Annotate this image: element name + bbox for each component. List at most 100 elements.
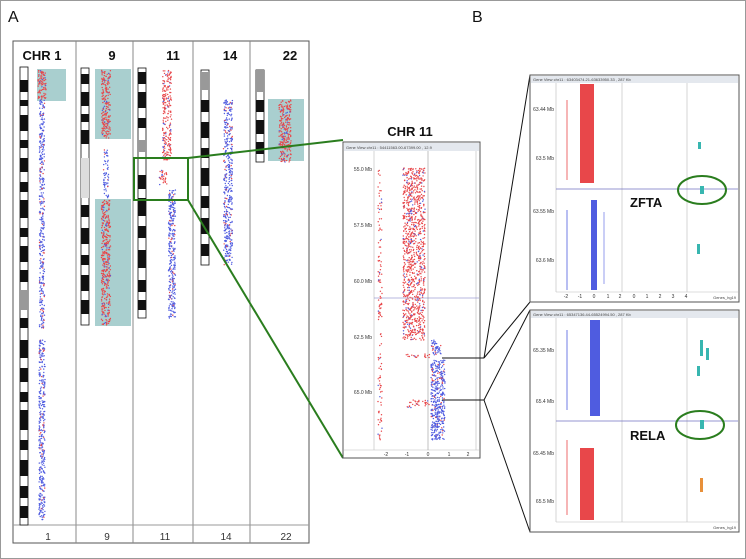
cnv-point [288, 147, 290, 149]
cnv-point [438, 422, 440, 425]
cnv-point [39, 168, 41, 170]
cnv-point [41, 505, 44, 507]
cnv-point [436, 426, 439, 428]
cnv-point [174, 288, 177, 290]
cnv-point [229, 242, 232, 244]
cnv-point [441, 405, 443, 408]
cnv-point [409, 198, 412, 200]
cnv-point [380, 218, 383, 220]
panel-letter-b: B [472, 9, 483, 26]
cnv-point [288, 161, 290, 163]
cnv-point [411, 223, 413, 226]
cnv-point [419, 230, 421, 233]
cnv-point [443, 430, 446, 432]
cnv-point [377, 170, 380, 172]
cnv-point [38, 276, 41, 279]
cnv-point [43, 386, 46, 388]
cnv-point [407, 202, 410, 204]
cnv-point [416, 282, 418, 285]
cnv-point [41, 183, 43, 186]
cnv-point [41, 275, 44, 277]
cnv-point [406, 185, 408, 187]
cnv-point [406, 199, 409, 201]
rela-gene-marker [700, 420, 704, 429]
cnv-point [43, 438, 45, 440]
cnv-point [432, 369, 434, 371]
cnv-highlight [95, 69, 131, 139]
cnv-point [230, 176, 232, 178]
cnv-point [173, 238, 176, 240]
cnv-point [109, 273, 111, 275]
cnv-point [443, 404, 445, 406]
cnv-point [423, 237, 426, 239]
cnv-point [165, 98, 167, 100]
cnv-point [226, 227, 229, 229]
cnv-point [105, 190, 107, 192]
rela-header-bar [531, 311, 738, 318]
cnv-point [230, 247, 232, 249]
cnv-point [164, 70, 166, 72]
cnv-point [170, 303, 172, 305]
cnv-point [103, 186, 106, 188]
cnv-point [416, 195, 419, 198]
cnv-point [163, 83, 165, 85]
cnv-point [161, 174, 163, 177]
cnv-point [39, 287, 41, 289]
cnv-point [40, 202, 42, 204]
cnv-point [227, 147, 229, 150]
cnv-point [42, 379, 44, 381]
cnv-point [416, 299, 418, 301]
cnv-point [43, 424, 45, 426]
cnv-point [407, 335, 409, 338]
cnv-point [380, 419, 383, 422]
cnv-point [40, 467, 43, 469]
cnv-point [170, 252, 172, 255]
cnv-point [167, 144, 169, 146]
cnv-point [43, 422, 45, 424]
cnv-point [228, 168, 230, 171]
cnv-point [284, 141, 286, 143]
cnv-point [418, 313, 420, 315]
cnv-point [278, 126, 281, 128]
cnv-point [170, 245, 173, 248]
cnv-point [414, 175, 417, 177]
cnv-point [437, 416, 439, 418]
cnv-point [290, 109, 292, 111]
cnv-point [41, 115, 44, 117]
cnv-point [289, 133, 291, 136]
cnv-point [162, 170, 164, 172]
cnv-point [290, 127, 292, 129]
cnv-point [38, 425, 40, 427]
cnv-point [174, 210, 176, 212]
cnv-point [163, 81, 166, 83]
cnv-point [38, 427, 40, 430]
cnv-point [422, 331, 424, 334]
cnv-point [402, 330, 405, 332]
cnv-point [422, 199, 425, 201]
cnv-point [226, 143, 228, 145]
cnv-point [229, 221, 232, 224]
cnv-point [107, 214, 109, 217]
cnv-point [42, 261, 44, 263]
cnv-point [228, 141, 231, 143]
cnv-point [436, 377, 438, 379]
cnv-point [171, 305, 173, 307]
cnv-point [107, 223, 110, 225]
cnv-point [168, 221, 170, 223]
cnv-point [413, 239, 415, 242]
cnv-point [434, 395, 436, 397]
cnv-point [42, 233, 44, 235]
cnv-point [378, 380, 381, 382]
cnv-point [231, 230, 233, 232]
cnv-point [169, 76, 172, 79]
cnv-point [431, 421, 434, 423]
cnv-point [42, 252, 44, 254]
cnv-point [413, 290, 415, 292]
cnv-point [169, 88, 172, 90]
cnv-point [443, 414, 445, 416]
cnv-point [415, 196, 418, 199]
cnv-point [229, 246, 231, 248]
cnv-point [414, 295, 416, 298]
cnv-point [411, 271, 414, 274]
cnv-point [39, 293, 42, 295]
